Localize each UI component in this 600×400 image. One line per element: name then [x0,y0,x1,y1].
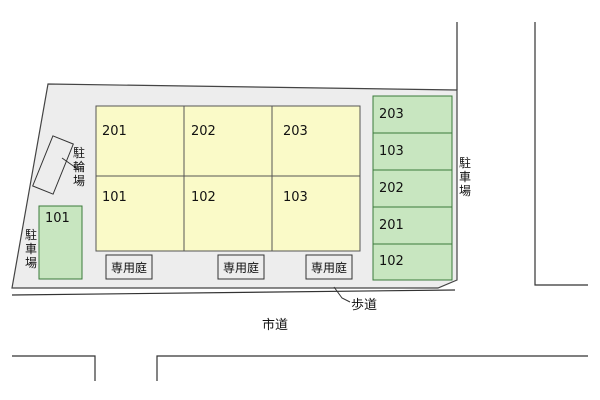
bicycle-parking-leader [61,157,80,171]
private-garden-label-2: 専用庭 [223,260,259,275]
parking-space-201 [372,206,453,245]
road-edge-bottom-left [12,355,96,381]
sidewalk-edge [11,289,456,296]
private-garden-box-1 [105,254,153,280]
unit-label-202: 202 [191,124,216,139]
bicycle-parking-vertical-label: 駐輪場 [73,145,85,188]
parking-right: 203 103 202 201 102 [372,95,453,281]
unit-102 [183,175,273,252]
sidewalk-label: 歩道 [351,298,377,313]
parking-label-102: 102 [379,254,404,269]
private-garden-box-3 [305,254,353,280]
unit-label-102: 102 [191,190,216,205]
sidewalk-leader [333,286,351,303]
parking-label-203: 203 [379,107,404,122]
unit-label-201: 201 [102,124,127,139]
city-road-label: 市道 [262,317,288,333]
unit-label-101: 101 [102,190,127,205]
bicycle-parking-box [32,135,74,195]
parking-vertical-label-left: 駐車場 [25,227,37,270]
unit-203 [271,105,361,177]
unit-label-203: 203 [283,124,308,139]
private-gardens: 専用庭 専用庭 専用庭 [105,254,353,280]
parking-label-103: 103 [379,144,404,159]
parking-space-103 [372,132,453,171]
unit-label-103: 103 [283,190,308,205]
building: 201 202 203 101 102 103 [95,105,361,252]
parking-vertical-label-right: 駐車場 [459,155,471,198]
unit-201 [95,105,185,177]
parking-space-102 [372,243,453,281]
bicycle-parking [32,135,80,195]
private-garden-label-1: 専用庭 [111,260,147,275]
unit-101 [95,175,185,252]
unit-103 [271,175,361,252]
parking-space-203 [372,95,453,134]
parking-left: 101 [38,205,83,280]
parking-label-201: 201 [379,218,404,233]
road-edge-bottom-right [156,355,588,381]
unit-202 [183,105,273,177]
parking-space-101 [38,205,83,280]
road-edge-right [534,22,588,286]
private-garden-label-3: 専用庭 [311,260,347,275]
parking-space-202 [372,169,453,208]
private-garden-box-2 [217,254,265,280]
parking-label-202: 202 [379,181,404,196]
parking-label-101: 101 [45,211,70,226]
